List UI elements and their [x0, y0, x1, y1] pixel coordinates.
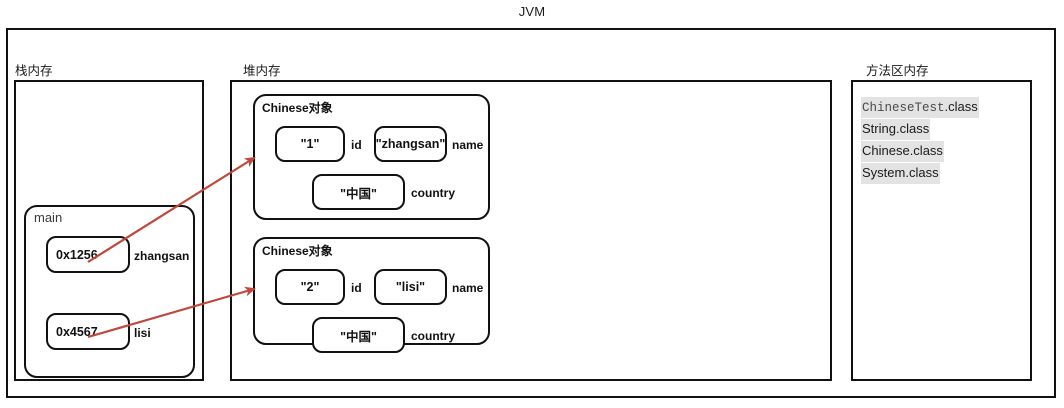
heap-object-2-field-id-label: id	[351, 281, 362, 295]
heap-object-2-field-country-value: "中国"	[312, 317, 405, 353]
heap-object-1-field-country-label: country	[411, 186, 456, 200]
stack-variable-zhangsan-value: 0x1256	[46, 236, 130, 273]
class-entry: ChineseTest.class	[861, 97, 979, 118]
heap-object-1-field-id-label: id	[351, 138, 362, 152]
heap-object-1-field-country-value: "中国"	[312, 174, 405, 210]
class-entry-mono-part: ChineseTest	[862, 101, 945, 115]
method-area-memory-label: 方法区内存	[866, 64, 929, 78]
class-entry-rest: .class	[944, 99, 978, 114]
heap-object-2-field-id-value: "2"	[275, 269, 345, 305]
heap-object-1-title: Chinese对象	[262, 101, 333, 115]
class-entry-rest: Chinese.class	[862, 143, 943, 158]
heap-object-2-field-name-value: "lisi"	[374, 269, 447, 305]
stack-variable-lisi-name: lisi	[134, 326, 151, 340]
stack-frame-main	[24, 205, 195, 378]
heap-object-2-title: Chinese对象	[262, 244, 333, 258]
heap-object-1-field-name-label: name	[452, 138, 484, 152]
heap-object-2-field-country-label: country	[411, 329, 456, 343]
stack-memory-label: 栈内存	[15, 64, 53, 78]
stack-variable-zhangsan-name: zhangsan	[134, 249, 190, 263]
page-title: JVM	[518, 4, 546, 19]
class-entry-rest: String.class	[862, 121, 930, 136]
class-entry: String.class	[861, 119, 931, 140]
stack-variable-lisi-value: 0x4567	[46, 313, 130, 350]
stack-frame-main-label: main	[34, 210, 63, 225]
heap-object-1-field-name-value: "zhangsan"	[374, 126, 447, 162]
heap-object-2-field-name-label: name	[452, 281, 484, 295]
class-entry: System.class	[861, 163, 940, 184]
class-entry: Chinese.class	[861, 141, 944, 162]
method-area-class-list: ChineseTest.class String.class Chinese.c…	[861, 97, 1026, 184]
heap-object-1-field-id-value: "1"	[275, 126, 345, 162]
class-entry-rest: System.class	[862, 165, 939, 180]
heap-memory-label: 堆内存	[243, 64, 281, 78]
